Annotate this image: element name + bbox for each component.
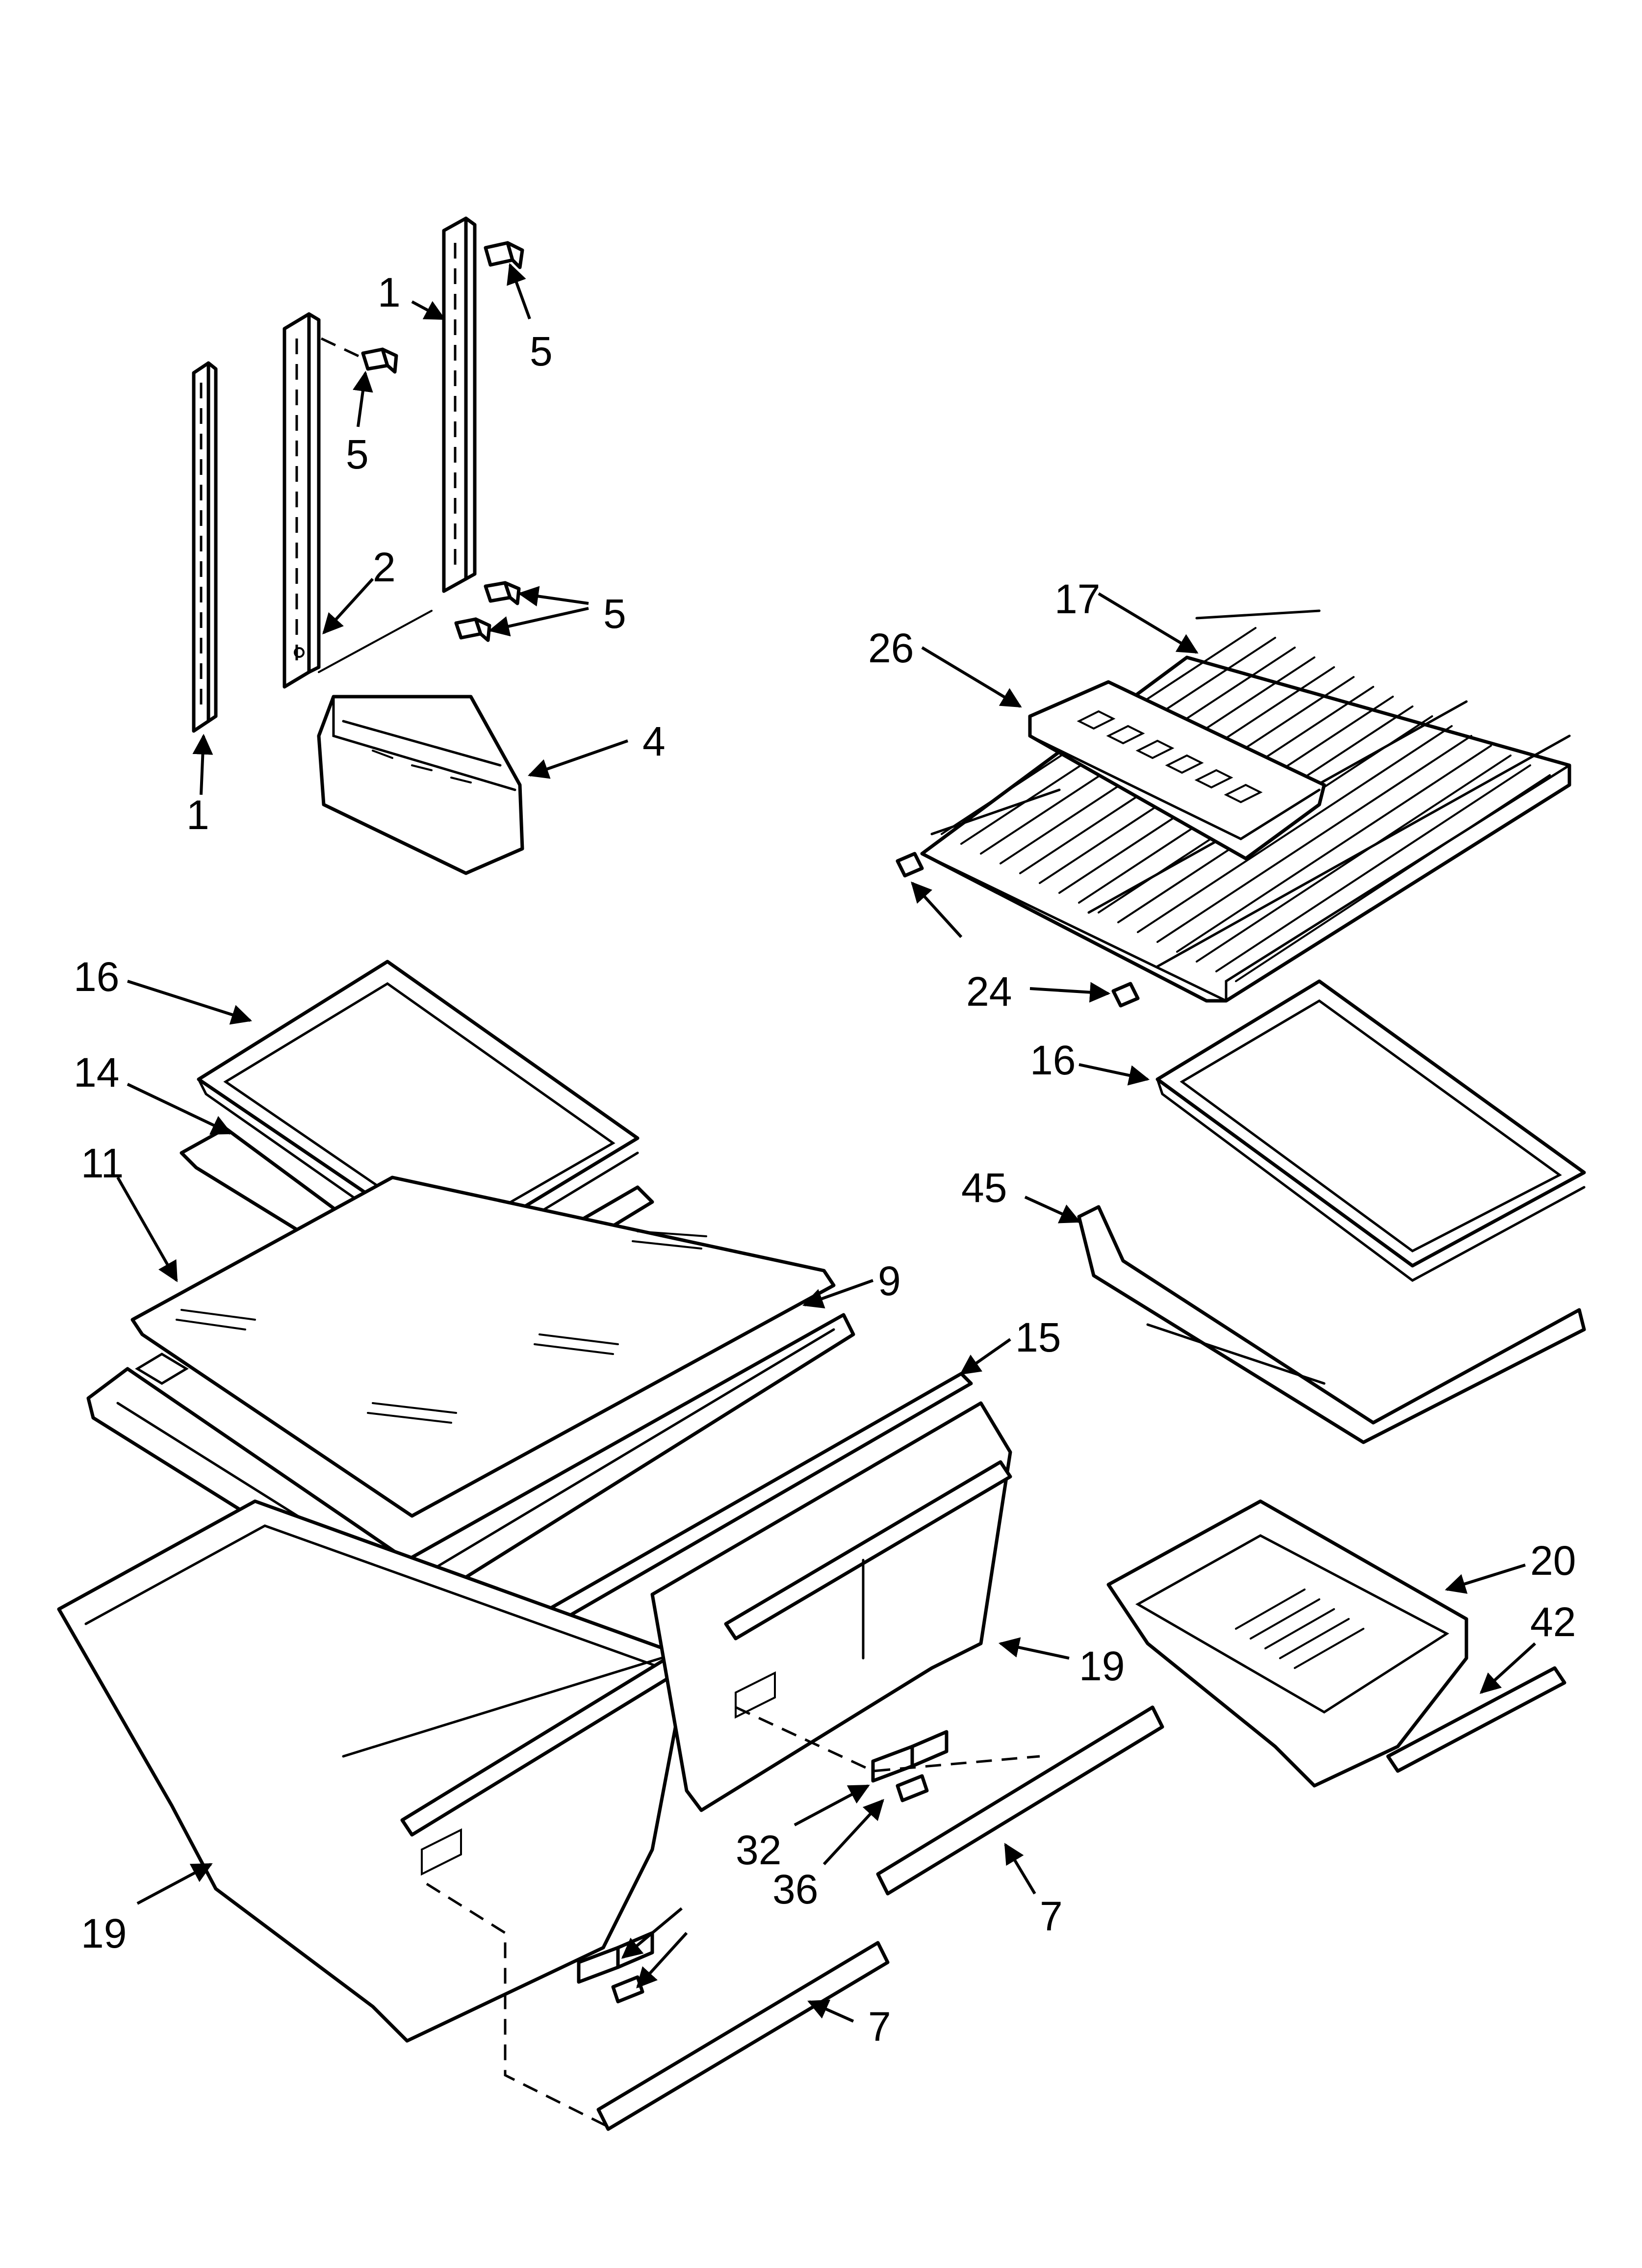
screw-lower-1 (484, 581, 521, 605)
callout-19-left: 19 (81, 1910, 127, 1956)
trim-7-bottom (596, 1941, 890, 2131)
callout-14: 14 (74, 1049, 119, 1095)
shelf-ladder-right (442, 216, 477, 593)
screw-top (484, 241, 524, 269)
leaders (116, 263, 1537, 2023)
ice-tray-26 (1028, 680, 1326, 860)
trim-strip-42 (1386, 1666, 1566, 1773)
shelf-ladder-left (192, 361, 218, 733)
callout-1-bottom: 1 (186, 792, 209, 838)
callout-7-bottom: 7 (868, 2004, 891, 2050)
crisper-drawer-19-left (57, 1499, 689, 2043)
assembly-line-right (735, 1706, 1040, 1773)
glass-shelf-16-right (1155, 979, 1586, 1282)
latch-36-right (896, 1774, 929, 1802)
callout-5-pair: 5 (603, 591, 626, 637)
callout-16-left: 16 (74, 954, 119, 1000)
shelf-support-24-b (1111, 982, 1140, 1008)
callout-20: 20 (1530, 1538, 1576, 1584)
shelf-support-24-a (896, 852, 924, 878)
glass-panel-11 (130, 1175, 836, 1518)
drawer-20 (1106, 1499, 1468, 1788)
screw-lower-2 (318, 610, 491, 673)
callout-11: 11 (81, 1140, 124, 1186)
callout-7-right: 7 (1040, 1893, 1063, 1939)
callout-15: 15 (1015, 1314, 1061, 1360)
callout-36: 36 (772, 1866, 818, 1912)
callout-16-right: 16 (1030, 1037, 1076, 1083)
assembly-line-left (426, 1882, 614, 2131)
callout-2: 2 (373, 544, 396, 590)
callout-5-mid: 5 (346, 431, 369, 477)
callout-1-top: 1 (378, 269, 401, 315)
bin-4 (317, 695, 524, 875)
handle-32-right (871, 1730, 949, 1783)
callout-17: 17 (1054, 576, 1100, 622)
callout-labels: 1 5 5 2 5 1 4 17 26 24 16 14 11 9 15 16 … (74, 269, 1576, 2050)
shelf-frame-45 (1077, 1205, 1586, 1444)
callout-32: 32 (736, 1827, 781, 1873)
callout-42: 42 (1530, 1599, 1576, 1645)
trim-7-right (876, 1705, 1164, 1896)
callout-5-top: 5 (530, 328, 553, 374)
screw-mid (320, 337, 398, 374)
callout-9: 9 (878, 1258, 901, 1304)
latch-36-left (611, 1975, 644, 2004)
shelf-ladder-center (282, 312, 321, 689)
callout-24: 24 (966, 968, 1012, 1015)
callout-45: 45 (961, 1165, 1007, 1211)
callout-4: 4 (642, 718, 666, 764)
callout-19-right: 19 (1079, 1643, 1125, 1689)
callout-26: 26 (868, 625, 914, 671)
crisper-drawer-19-right (650, 1401, 1012, 1812)
